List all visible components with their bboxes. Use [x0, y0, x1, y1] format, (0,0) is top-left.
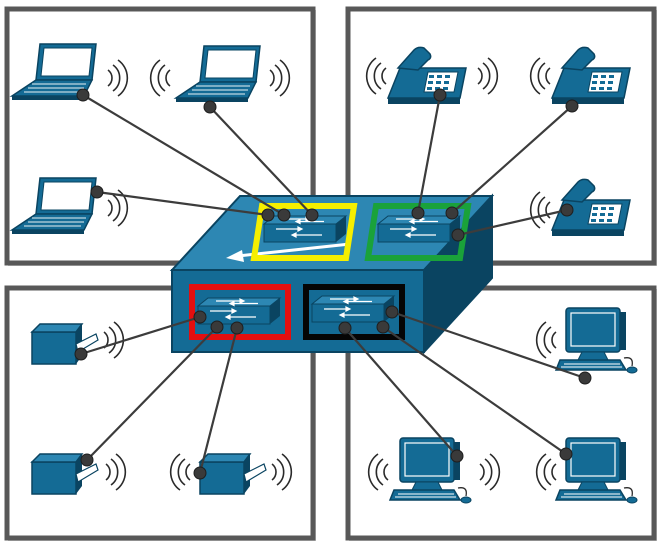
switch-icon [377, 215, 461, 243]
vlan-red [189, 284, 291, 340]
endpoint-node [385, 305, 399, 319]
endpoint-node [451, 228, 465, 242]
endpoint-node [230, 321, 244, 335]
endpoint-node [193, 310, 207, 324]
endpoint-node [193, 466, 207, 480]
endpoint-node [450, 449, 464, 463]
switch-icon [197, 297, 281, 325]
endpoint-node [76, 88, 90, 102]
endpoint-node [210, 320, 224, 334]
link-printer-1 [79, 315, 202, 356]
endpoint-node [80, 453, 94, 467]
link-pc-1 [390, 310, 587, 380]
switch-icon [311, 295, 395, 323]
link-phone-3 [456, 208, 569, 237]
link-laptop-3 [95, 190, 270, 217]
endpoint-node [560, 203, 574, 217]
vlan-yellow [250, 203, 358, 261]
link-laptop-2 [208, 105, 314, 217]
endpoint-node [376, 320, 390, 334]
link-phone-1 [416, 93, 442, 215]
endpoint-node [559, 447, 573, 461]
link-endpoints [74, 88, 592, 480]
link-pc-2 [343, 326, 459, 458]
endpoint-node [565, 99, 579, 113]
link-printer-3 [198, 326, 239, 475]
endpoint-node [305, 208, 319, 222]
endpoint-node [203, 100, 217, 114]
link-pc-3 [381, 325, 568, 456]
endpoint-node [445, 206, 459, 220]
vlan-green [364, 203, 472, 261]
endpoint-node [433, 88, 447, 102]
link-printer-2 [85, 325, 219, 462]
endpoint-node [90, 185, 104, 199]
endpoint-node [74, 347, 88, 361]
link-phone-2 [450, 104, 574, 215]
endpoint-node [338, 321, 352, 335]
endpoint-node [578, 371, 592, 385]
endpoint-node [277, 208, 291, 222]
switch-icon [263, 215, 347, 243]
network-links [79, 93, 587, 475]
endpoint-node [261, 208, 275, 222]
link-laptop-1 [81, 93, 286, 217]
endpoint-node [411, 206, 425, 220]
